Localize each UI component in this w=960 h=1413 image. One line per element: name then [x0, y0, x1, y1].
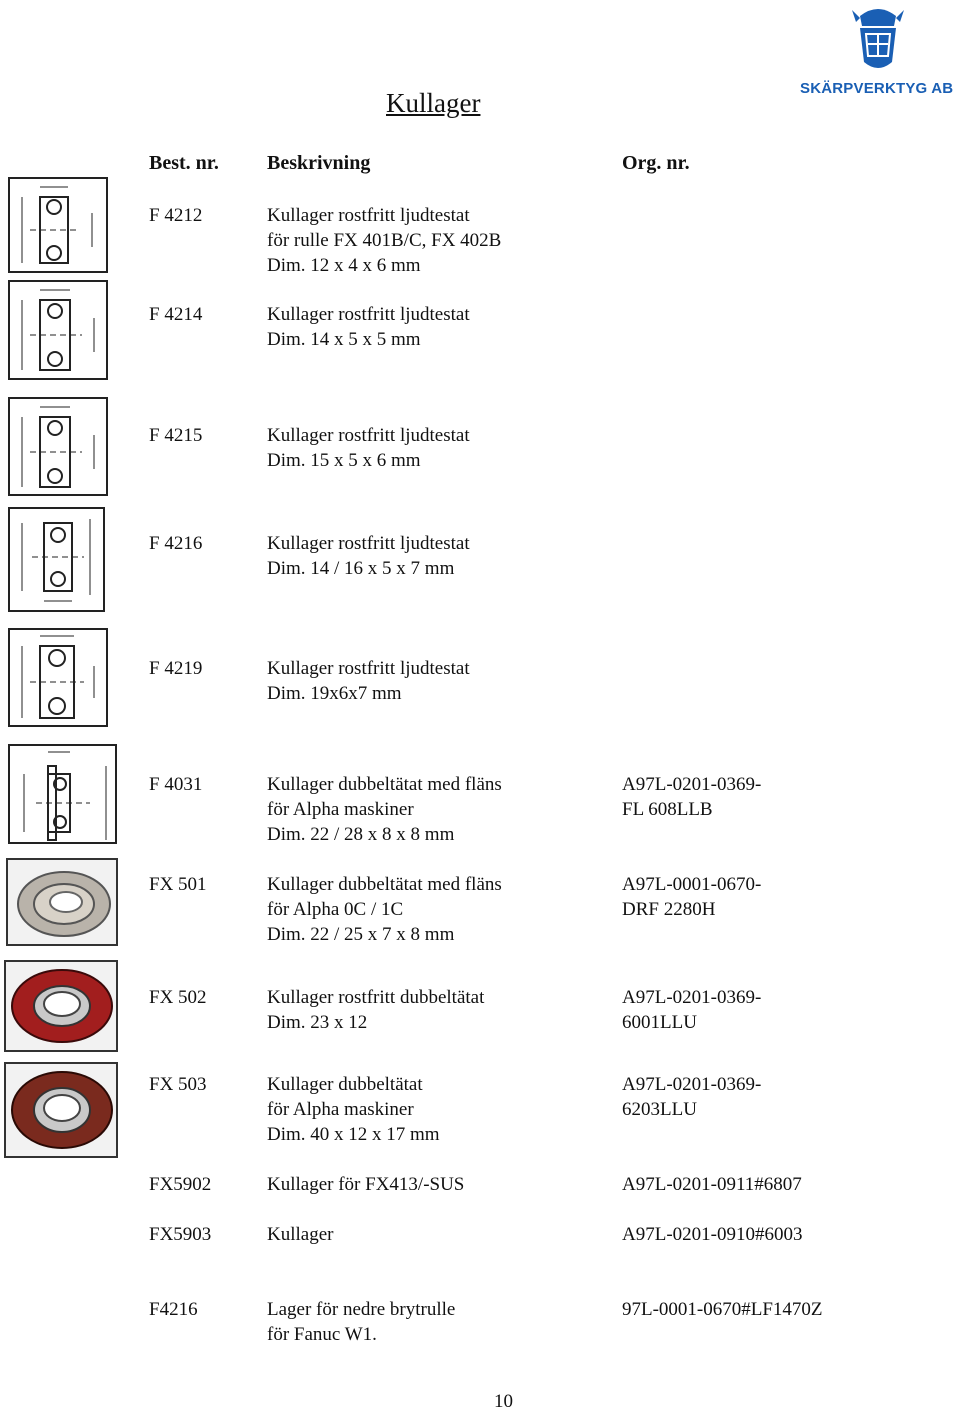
- company-logo: SKÄRPVERKTYG AB: [798, 4, 958, 100]
- bearing-drawing-icon: [23, 751, 107, 841]
- description-line: Kullager rostfritt ljudtestat: [267, 205, 470, 226]
- item-description: Kullager rostfritt ljudtestat Dim. 14 x …: [267, 302, 470, 352]
- description-line: Kullager dubbeltätat: [267, 1074, 423, 1095]
- description-line: Kullager dubbeltätat med fläns: [267, 774, 502, 795]
- bearing-drawing: [8, 628, 108, 727]
- item-org-nr: A97L-0201-0369- FL 608LLB: [622, 772, 761, 822]
- description-line: för Fanuc W1.: [267, 1324, 377, 1345]
- description-line: Kullager: [267, 1224, 334, 1245]
- description-line: för Alpha maskiner: [267, 799, 414, 820]
- viking-emblem-icon: [852, 9, 904, 68]
- bearing-photo-red: [4, 960, 118, 1052]
- item-org-nr: A97L-0201-0369- 6203LLU: [622, 1072, 761, 1122]
- bearing-photo-red: [4, 1062, 118, 1158]
- description-line: Kullager dubbeltätat med fläns: [267, 874, 502, 895]
- item-org-nr: A97L-0001-0670- DRF 2280H: [622, 872, 761, 922]
- item-code: F 4214: [149, 304, 203, 325]
- description-line: Kullager rostfritt ljudtestat: [267, 658, 470, 679]
- description-line: Dim. 22 / 25 x 7 x 8 mm: [267, 924, 455, 945]
- bearing-drawing-icon: [21, 519, 91, 602]
- org-nr-line: 6203LLU: [622, 1099, 697, 1120]
- item-code: FX5903: [149, 1224, 212, 1245]
- item-org-nr: 97L-0001-0670#LF1470Z: [622, 1297, 823, 1322]
- org-nr-line: A97L-0001-0670-: [622, 874, 762, 895]
- item-description: Kullager: [267, 1222, 333, 1247]
- item-description: Kullager dubbeltätat med fläns för Alpha…: [267, 872, 502, 947]
- item-description: Kullager rostfritt ljudtestat Dim. 19x6x…: [267, 656, 470, 706]
- description-line: Dim. 12 x 4 x 6 mm: [267, 255, 421, 276]
- bearing-drawing-icon: [21, 406, 95, 488]
- bearing-drawing-icon: [21, 289, 95, 371]
- header-beskrivning: Beskrivning: [267, 152, 371, 174]
- bearing-drawing: [8, 507, 105, 612]
- description-line: Kullager rostfritt dubbeltätat: [267, 987, 485, 1008]
- description-line: för Alpha maskiner: [267, 1099, 414, 1120]
- org-nr-line: DRF 2280H: [622, 899, 716, 920]
- item-org-nr: A97L-0201-0369- 6001LLU: [622, 985, 761, 1035]
- item-description: Kullager rostfritt ljudtestat Dim. 14 / …: [267, 531, 470, 581]
- bearing-photo: [6, 858, 118, 946]
- item-description: Kullager rostfritt ljudtestat Dim. 15 x …: [267, 423, 470, 473]
- item-code: FX5902: [149, 1174, 212, 1195]
- item-code: F 4216: [149, 533, 203, 554]
- description-line: Kullager rostfritt ljudtestat: [267, 533, 470, 554]
- logo-text: SKÄRPVERKTYG AB: [800, 80, 954, 97]
- org-nr-line: A97L-0201-0911#6807: [622, 1174, 802, 1195]
- description-line: Dim. 40 x 12 x 17 mm: [267, 1124, 440, 1145]
- item-description: Lager för nedre brytrulle för Fanuc W1.: [267, 1297, 455, 1347]
- item-description: Kullager dubbeltätat med fläns för Alpha…: [267, 772, 502, 847]
- bearing-drawing: [8, 177, 108, 273]
- description-line: Kullager rostfritt ljudtestat: [267, 304, 470, 325]
- item-description: Kullager rostfritt dubbeltätat Dim. 23 x…: [267, 985, 484, 1035]
- header-best-nr: Best. nr.: [149, 152, 219, 174]
- item-code: FX 501: [149, 874, 207, 895]
- page-title: Kullager: [386, 88, 481, 118]
- item-code: F4216: [149, 1299, 198, 1320]
- description-line: Dim. 14 / 16 x 5 x 7 mm: [267, 558, 455, 579]
- item-code: F 4212: [149, 205, 203, 226]
- org-nr-line: A97L-0201-0369-: [622, 774, 762, 795]
- item-org-nr: A97L-0201-0911#6807: [622, 1172, 802, 1197]
- bearing-photo-icon: [17, 871, 111, 937]
- description-line: Dim. 15 x 5 x 6 mm: [267, 450, 421, 471]
- item-code: F 4219: [149, 658, 203, 679]
- item-code: F 4215: [149, 425, 203, 446]
- description-line: Dim. 22 / 28 x 8 x 8 mm: [267, 824, 455, 845]
- org-nr-line: 97L-0001-0670#LF1470Z: [622, 1299, 823, 1320]
- item-description: Kullager för FX413/-SUS: [267, 1172, 464, 1197]
- bearing-drawing-icon: [21, 635, 95, 719]
- item-code: FX 503: [149, 1074, 207, 1095]
- bearing-drawing: [8, 280, 108, 380]
- header-org-nr: Org. nr.: [622, 152, 690, 174]
- bearing-drawing-icon: [21, 186, 93, 264]
- bearing-photo-red-icon: [11, 1071, 113, 1149]
- item-description: Kullager rostfritt ljudtestat för rulle …: [267, 203, 501, 278]
- description-line: Dim. 23 x 12: [267, 1012, 368, 1033]
- org-nr-line: A97L-0201-0910#6003: [622, 1224, 803, 1245]
- item-org-nr: A97L-0201-0910#6003: [622, 1222, 802, 1247]
- page-number: 10: [494, 1391, 513, 1412]
- item-code: FX 502: [149, 987, 207, 1008]
- description-line: Kullager rostfritt ljudtestat: [267, 425, 470, 446]
- description-line: Dim. 14 x 5 x 5 mm: [267, 329, 421, 350]
- description-line: Lager för nedre brytrulle: [267, 1299, 456, 1320]
- org-nr-line: A97L-0201-0369-: [622, 1074, 762, 1095]
- item-code: F 4031: [149, 774, 203, 795]
- description-line: för Alpha 0C / 1C: [267, 899, 404, 920]
- org-nr-line: FL 608LLB: [622, 799, 713, 820]
- bearing-drawing: [8, 744, 117, 844]
- description-line: för rulle FX 401B/C, FX 402B: [267, 230, 502, 251]
- bearing-photo-red-icon: [11, 969, 113, 1043]
- item-description: Kullager dubbeltätat för Alpha maskiner …: [267, 1072, 440, 1147]
- bearing-drawing: [8, 397, 108, 496]
- org-nr-line: A97L-0201-0369-: [622, 987, 762, 1008]
- description-line: Kullager för FX413/-SUS: [267, 1174, 465, 1195]
- description-line: Dim. 19x6x7 mm: [267, 683, 402, 704]
- org-nr-line: 6001LLU: [622, 1012, 697, 1033]
